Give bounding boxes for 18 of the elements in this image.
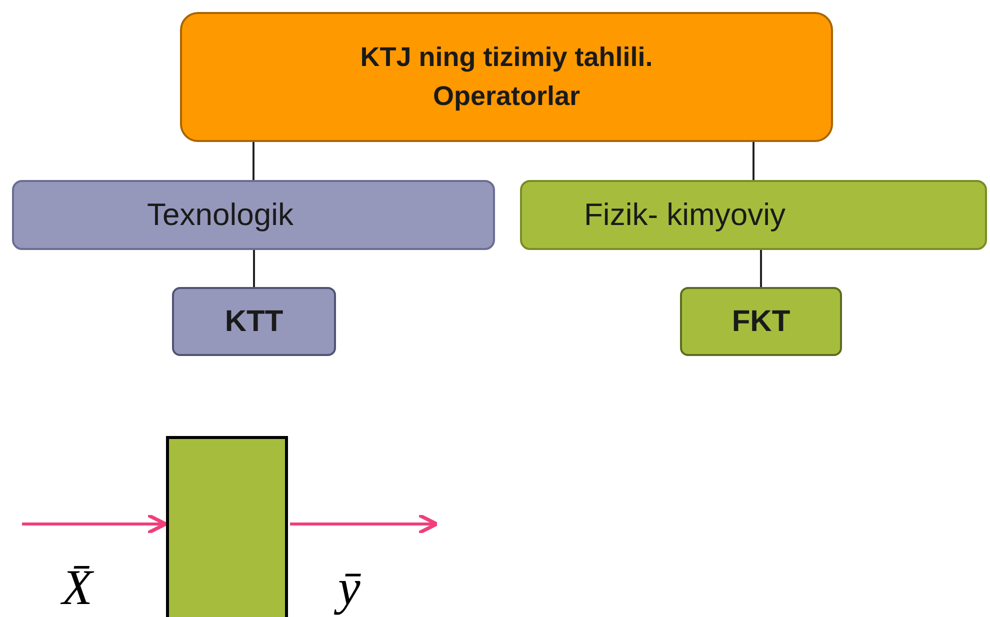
connector-line xyxy=(760,250,762,287)
box-label: FKT xyxy=(732,304,790,340)
connector-line xyxy=(752,142,754,180)
box-label: Texnologik xyxy=(147,196,294,234)
block-box xyxy=(166,436,288,617)
arrow xyxy=(22,513,168,535)
process-box xyxy=(520,180,987,250)
arrow xyxy=(290,513,439,535)
process-box xyxy=(172,287,336,356)
process-box xyxy=(12,180,495,250)
process-box xyxy=(680,287,842,356)
box-label: KTT xyxy=(224,304,284,340)
connector-line xyxy=(253,250,255,287)
box-label: KTJ ning tizimiy tahlili. Operatorlar xyxy=(359,40,654,113)
box-label: Fizik- kimyoviy xyxy=(584,196,786,234)
variable-label: X̄ xyxy=(62,562,93,612)
process-box xyxy=(180,12,833,142)
connector-line xyxy=(252,142,254,180)
